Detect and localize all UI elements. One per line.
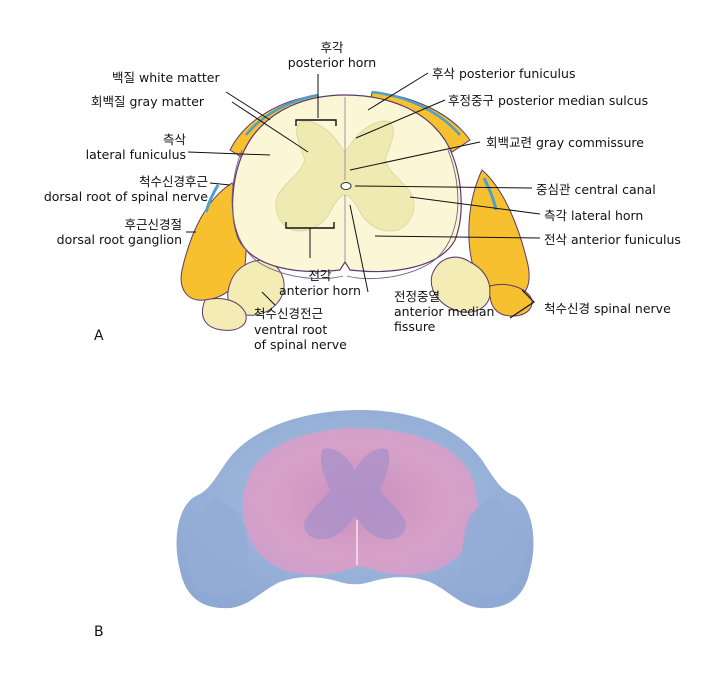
label-white-matter: 백질 white matter <box>112 70 220 85</box>
posterior-horn-bracket <box>295 119 337 126</box>
label-lateral-horn: 측각 lateral horn <box>544 208 644 223</box>
label-dorsal-root-ganglion-ko: 후근신경절 <box>124 217 182 232</box>
right-ventral-root <box>430 256 491 313</box>
right-spinal-nerve <box>489 283 533 317</box>
histology-gray-butterfly <box>304 448 406 540</box>
panel-letter-b: B <box>94 624 104 640</box>
label-lateral-funiculus-en: lateral funiculus <box>85 147 186 162</box>
histology-right-ganglion <box>461 496 524 597</box>
label-anterior-median-fissure-en2: fissure <box>394 319 436 334</box>
panel-letter-a: A <box>94 328 104 344</box>
label-posterior-median-sulcus: 후정중구 posterior median sulcus <box>448 93 649 108</box>
label-spinal-nerve: 척수신경 spinal nerve <box>544 301 671 316</box>
label-anterior-median-fissure-en1: anterior median <box>394 304 495 319</box>
pia-mater-left-lateral <box>204 184 220 213</box>
label-lateral-funiculus-ko: 측삭 <box>162 132 186 147</box>
label-dorsal-root-en: dorsal root of spinal nerve <box>43 189 208 204</box>
label-central-canal: 중심관 central canal <box>536 182 656 197</box>
left-spinal-nerve-stub <box>201 298 247 331</box>
pia-mater-left <box>245 93 319 136</box>
histology-left-ganglion <box>186 496 249 597</box>
label-gray-matter: 회백질 gray matter <box>91 94 205 109</box>
label-anterior-funiculus: 전삭 anterior funiculus <box>544 232 681 247</box>
spinal-nerve-bracket <box>509 289 535 319</box>
label-dorsal-root-ko: 척수신경후근 <box>138 174 208 189</box>
label-ventral-root-ko: 척수신경전근 <box>254 306 324 321</box>
label-ventral-root-en2: of spinal nerve <box>254 337 347 352</box>
label-posterior-horn-en: posterior horn <box>287 55 377 70</box>
leader-lines <box>186 72 541 306</box>
pia-mater-right-lateral <box>482 177 498 211</box>
label-anterior-horn-ko: 전각 <box>308 268 332 283</box>
label-ventral-root-en1: ventral root <box>254 322 328 337</box>
label-anterior-median-fissure-ko: 전정중열 <box>394 289 441 304</box>
arachnoid-outline <box>231 149 459 280</box>
label-posterior-horn-ko: 후각 <box>320 40 344 55</box>
central-canal <box>340 182 352 190</box>
label-dorsal-root-ganglion-en: dorsal root ganglion <box>56 232 182 247</box>
label-anterior-horn-en: anterior horn <box>279 283 361 298</box>
pia-mater-right <box>371 90 461 136</box>
label-gray-commissure: 회백교련 gray commissure <box>486 135 644 150</box>
label-posterior-funiculus: 후삭 posterior funiculus <box>432 66 576 81</box>
